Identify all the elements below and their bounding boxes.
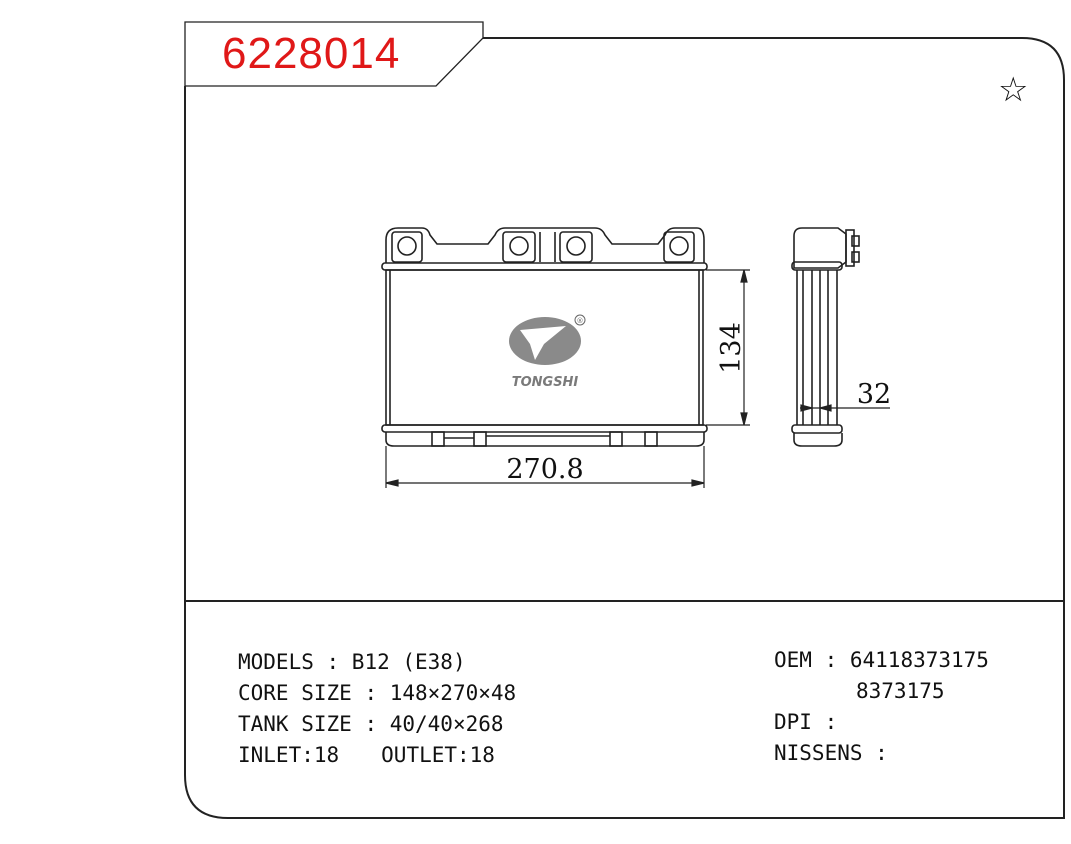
height-dimension-label: 134	[716, 322, 747, 374]
models-label: MODELS	[238, 650, 314, 674]
part-number: 6228014	[222, 29, 401, 78]
nissens-row: NISSENS :	[774, 741, 901, 765]
dpi-label: DPI	[774, 710, 812, 734]
brand-name: TONGSHI	[512, 375, 579, 390]
oem-value-2: 8373175	[856, 679, 945, 703]
reference-list: OEM : 64118373175 8373175 DPI : NISSENS …	[774, 645, 989, 769]
spec-list: MODELS : B12 (E38) CORE SIZE : 148×270×4…	[238, 647, 516, 771]
inlet-outlet-row: INLET:18 OUTLET:18	[238, 740, 516, 771]
models-value: B12 (E38)	[351, 650, 466, 674]
core-size-value: 148×270×48	[389, 681, 517, 705]
tongshi-logo: ® TONGSHI	[509, 314, 586, 390]
outlet-value: OUTLET:18	[381, 743, 495, 767]
width-dimension-label: 270.8	[506, 454, 583, 485]
inlet-value: INLET:18	[238, 743, 340, 767]
core-size-row: CORE SIZE : 148×270×48	[238, 681, 517, 705]
oem-label: OEM	[774, 648, 812, 672]
oem-value-1: 64118373175	[849, 648, 989, 672]
oem-row-2: 8373175	[774, 676, 989, 707]
depth-dimension-label: 32	[857, 379, 891, 410]
height-dimension	[706, 269, 750, 426]
dpi-row: DPI :	[774, 710, 850, 734]
core-size-label: CORE SIZE	[238, 681, 352, 705]
registered-mark: ®	[577, 317, 584, 325]
oem-row: OEM : 64118373175	[774, 648, 989, 672]
depth-dimension	[800, 404, 890, 412]
heater-core-side-view	[791, 227, 860, 447]
models-row: MODELS : B12 (E38)	[238, 650, 466, 674]
tank-size-label: TANK SIZE	[238, 712, 352, 736]
star-icon[interactable]: ☆	[998, 70, 1029, 110]
tank-size-value: 40/40×268	[389, 712, 504, 736]
heater-core-front-view	[381, 227, 708, 447]
width-dimension	[385, 446, 705, 488]
nissens-label: NISSENS	[774, 741, 863, 765]
tank-size-row: TANK SIZE : 40/40×268	[238, 712, 504, 736]
